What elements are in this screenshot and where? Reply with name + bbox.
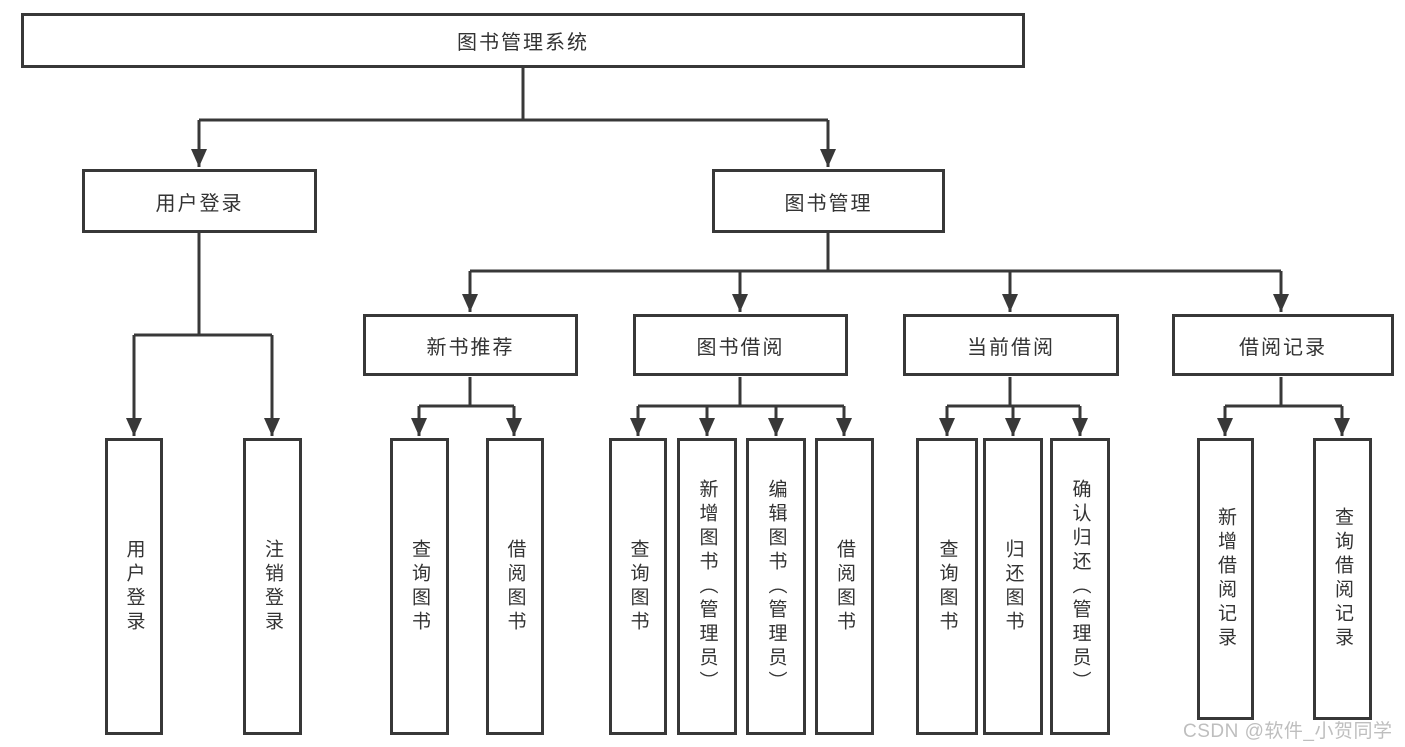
node-book-borrow-label: 图书借阅 [696,336,785,359]
leaf-cb-confirm-return-label: 确认归还（管理员） [1069,478,1091,695]
node-book-borrow: 图书借阅 [633,314,848,376]
leaf-bb-edit-books-label: 编辑图书（管理员） [765,478,787,695]
node-user-login-module-label: 用户登录 [155,192,244,215]
connector-bookmgmt-split [470,233,1281,273]
connector-bookborrow-split [638,377,844,408]
connector-root-split [199,68,828,122]
node-user-login-module: 用户登录 [82,169,317,233]
leaf-bb-add-books-label: 新增图书（管理员） [696,478,718,695]
leaf-logout-label: 注销登录 [262,538,283,635]
leaf-bb-borrow-books: 借阅图书 [815,438,874,735]
node-root: 图书管理系统 [21,13,1025,68]
leaf-br-add-record: 新增借阅记录 [1197,438,1254,720]
csdn-watermark: CSDN @软件_小贺同学 [1183,721,1393,742]
leaf-br-query-record: 查询借阅记录 [1313,438,1372,720]
node-borrow-records-label: 借阅记录 [1239,336,1327,359]
node-root-label: 图书管理系统 [457,32,589,54]
leaf-cb-query-books: 查询图书 [916,438,978,735]
leaf-br-add-record-label: 新增借阅记录 [1215,507,1236,651]
connector-userlogin-split [134,233,272,337]
leaf-logout: 注销登录 [243,438,302,735]
leaf-nb-query-books-label: 查询图书 [409,538,430,635]
node-book-mgmt-module: 图书管理 [712,169,945,233]
leaf-bb-add-books: 新增图书（管理员） [677,438,737,735]
leaf-bb-query-books: 查询图书 [609,438,667,735]
leaf-cb-confirm-return: 确认归还（管理员） [1050,438,1110,735]
node-current-borrow: 当前借阅 [903,314,1119,376]
leaf-nb-query-books: 查询图书 [390,438,449,735]
leaf-bb-borrow-books-label: 借阅图书 [834,538,855,635]
node-current-borrow-label: 当前借阅 [967,336,1055,359]
node-borrow-records: 借阅记录 [1172,314,1394,376]
node-new-books-label: 新书推荐 [426,336,515,359]
connector-borrowrecords-split [1225,377,1342,408]
leaf-nb-borrow-books-label: 借阅图书 [504,538,526,635]
leaf-cb-query-books-label: 查询图书 [936,538,958,635]
leaf-nb-borrow-books: 借阅图书 [486,438,544,735]
leaf-bb-edit-books: 编辑图书（管理员） [746,438,806,735]
connector-newbooks-split [419,377,514,408]
leaf-cb-return-books: 归还图书 [983,438,1043,735]
leaf-bb-query-books-label: 查询图书 [627,538,649,635]
leaf-user-login-label: 用户登录 [123,538,145,635]
leaf-user-login: 用户登录 [105,438,163,735]
node-new-books: 新书推荐 [363,314,578,376]
leaf-cb-return-books-label: 归还图书 [1002,538,1024,635]
connector-currentborrow-split [947,377,1080,408]
node-book-mgmt-module-label: 图书管理 [784,192,873,215]
leaf-br-query-record-label: 查询借阅记录 [1332,507,1353,651]
